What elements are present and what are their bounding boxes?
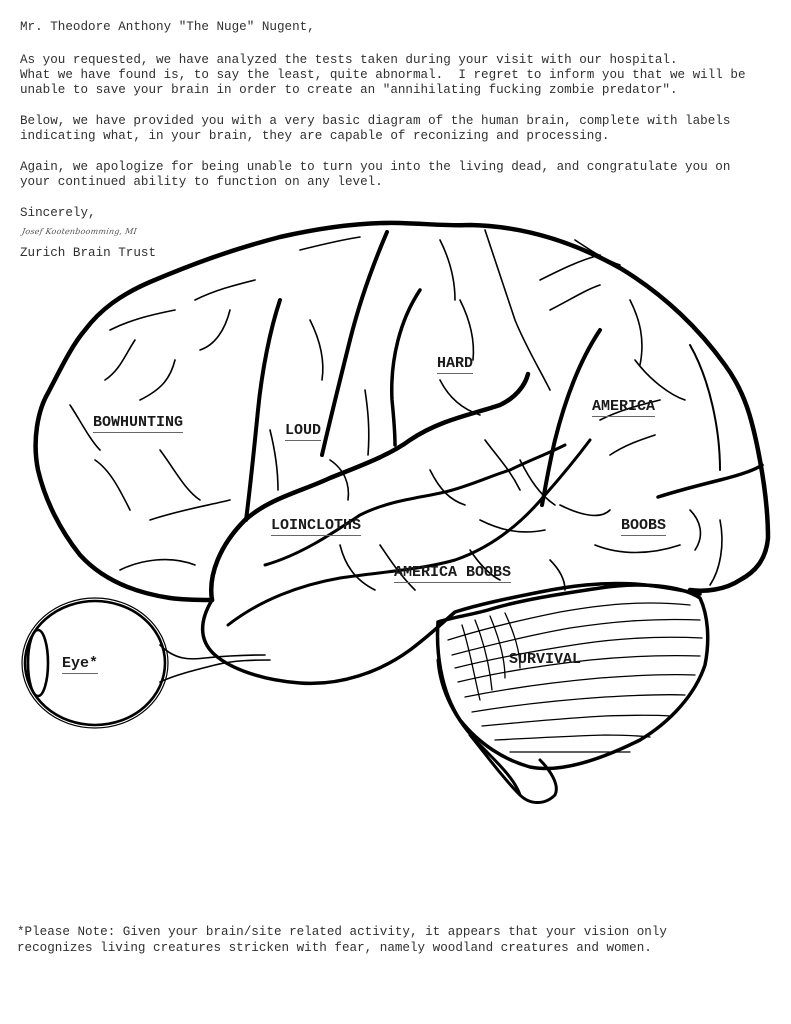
paragraph-3-line-2: your continued ability to function on an… — [20, 175, 383, 189]
eyeball — [23, 599, 167, 727]
eye-lens — [26, 628, 50, 698]
footnote-line-2: recognizes living creatures stricken wit… — [17, 941, 652, 955]
label-boobs: BOOBS — [621, 517, 667, 536]
paragraph-2-line-2: indicating what, in your brain, they are… — [20, 129, 610, 143]
temporal-lobe-outline — [200, 581, 702, 686]
label-bowhunting: BOWHUNTING — [93, 414, 184, 433]
brain-outline — [45, 220, 771, 593]
label-loincloths: LOINCLOTHS — [271, 517, 362, 536]
label-hard: HARD — [437, 355, 474, 374]
central-sulcus — [320, 230, 389, 457]
cerebellum-outline — [435, 583, 710, 771]
label-loud: LOUD — [285, 422, 322, 441]
footnote-line-1: *Please Note: Given your brain/site rela… — [17, 925, 667, 939]
paragraph-1-line-2: What we have found is, to say the least,… — [20, 68, 746, 82]
brainstem — [436, 658, 558, 804]
closing: Sincerely, — [20, 206, 96, 220]
paragraph-3-line-1: Again, we apologize for being unable to … — [20, 160, 731, 174]
organization: Zurich Brain Trust — [20, 246, 157, 260]
salutation: Mr. Theodore Anthony "The Nuge" Nugent, — [20, 20, 315, 34]
paragraph-2-line-1: Below, we have provided you with a very … — [20, 114, 731, 128]
paragraph-1-line-3: unable to save your brain in order to cr… — [20, 83, 678, 97]
optic-nerve — [159, 644, 266, 660]
label-america-boobs: AMERICA BOOBS — [394, 564, 512, 583]
label-eye: Eye* — [62, 655, 99, 674]
paragraph-1-line-1: As you requested, we have analyzed the t… — [20, 53, 678, 67]
label-survival: SURVIVAL — [509, 651, 582, 668]
label-america: AMERICA — [592, 398, 656, 417]
